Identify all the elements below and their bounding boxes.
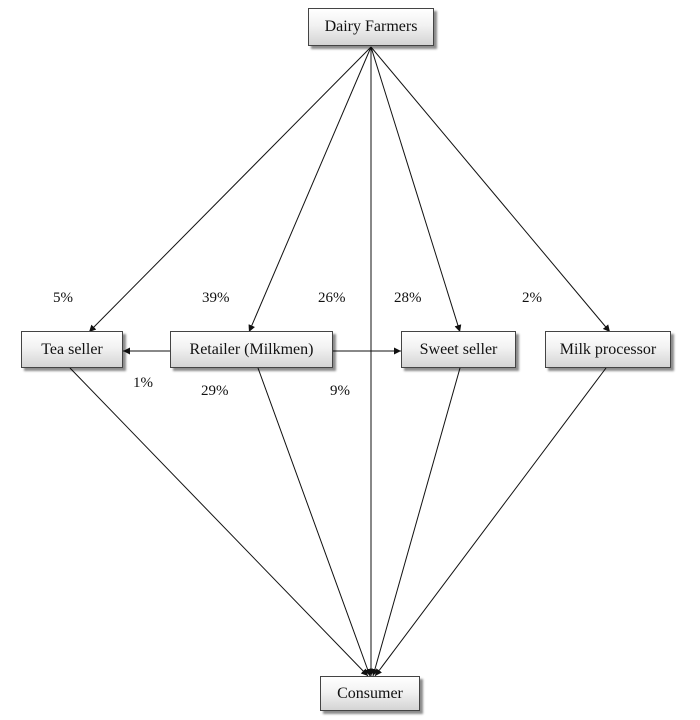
node-milk-processor-label: Milk processor (559, 340, 657, 358)
arrow-milk-processor-to-consumer (374, 367, 607, 677)
node-consumer: Consumer (320, 676, 420, 711)
arrow-farmers-to-retailer (248, 46, 372, 333)
arrow-farmers-to-milk-processor (370, 46, 611, 333)
arrow-tea-seller-to-consumer (69, 367, 369, 677)
node-sweet-seller: Sweet seller (401, 331, 516, 368)
share-farmers-to-milk-processor: 2% (522, 290, 542, 306)
node-sweet-seller-label: Sweet seller (419, 340, 498, 358)
node-retailer-label: Retailer (Milkmen) (189, 340, 314, 358)
arrow-farmers-to-tea-seller (88, 46, 372, 333)
node-dairy-farmers: Dairy Farmers (308, 8, 434, 46)
arrow-retailer-to-consumer (257, 367, 371, 677)
share-retailer-to-sweet-seller: 9% (330, 383, 350, 399)
share-farmers-to-tea-seller: 5% (53, 290, 73, 306)
share-farmers-to-consumer: 26% (318, 290, 346, 306)
node-tea-seller: Tea seller (21, 331, 123, 368)
share-farmers-to-sweet-seller: 28% (394, 290, 422, 306)
share-retailer-to-tea-seller: 1% (133, 375, 153, 391)
node-consumer-label: Consumer (337, 684, 403, 702)
share-retailer-to-consumer: 29% (201, 383, 229, 399)
node-tea-seller-label: Tea seller (41, 340, 103, 358)
arrow-sweet-seller-to-consumer (371, 367, 461, 677)
node-milk-processor: Milk processor (545, 331, 671, 368)
arrow-farmers-to-sweet-seller (370, 46, 462, 333)
node-dairy-farmers-label: Dairy Farmers (324, 18, 418, 35)
node-retailer: Retailer (Milkmen) (170, 331, 333, 368)
share-farmers-to-retailer: 39% (202, 290, 230, 306)
